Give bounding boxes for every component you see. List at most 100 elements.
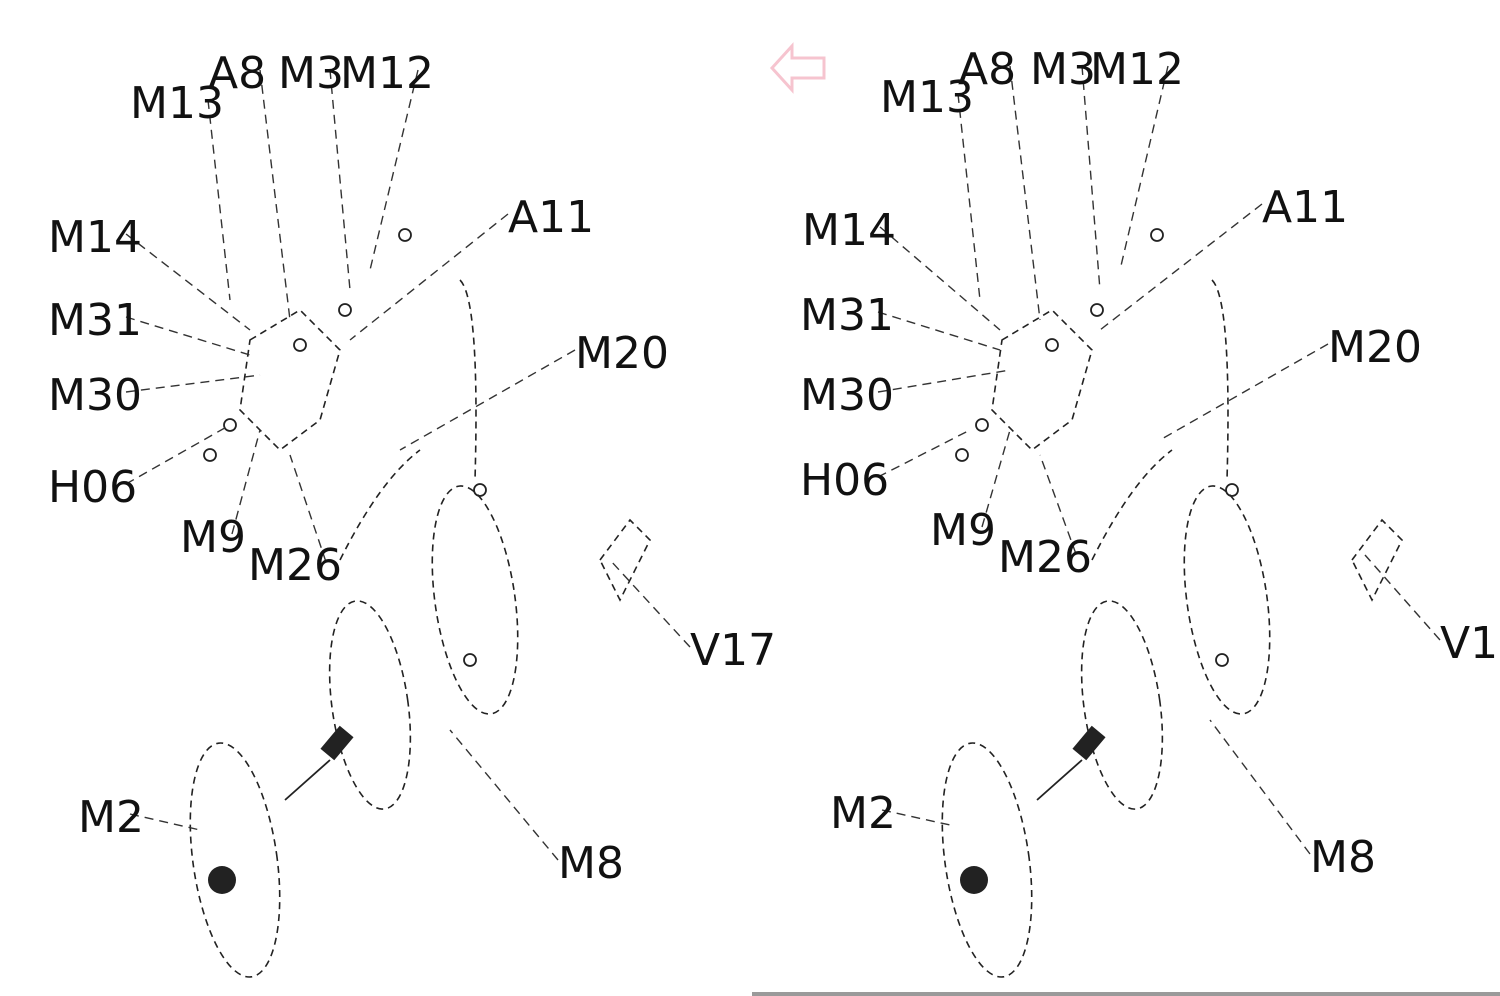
bracket-v17 xyxy=(1351,518,1403,602)
leader-line xyxy=(125,233,251,331)
part-label-m9: M9 xyxy=(180,512,246,563)
wheel-outer xyxy=(189,742,281,978)
axle-shaft xyxy=(284,759,331,801)
part-label-a11: A11 xyxy=(1262,182,1348,233)
bracket-v17 xyxy=(599,518,651,602)
wheel-disc xyxy=(328,600,412,810)
part-label-m31: M31 xyxy=(48,295,142,346)
bolt-head xyxy=(975,418,989,432)
bolt-head xyxy=(293,338,307,352)
leader-line xyxy=(609,559,691,648)
leader-line xyxy=(957,93,981,301)
leader-line xyxy=(879,226,1001,331)
part-label-m3: M3 xyxy=(1030,44,1096,95)
leader-line xyxy=(125,424,231,485)
bolt-head xyxy=(1225,483,1239,497)
leader-line xyxy=(369,69,419,271)
part-label-m13: M13 xyxy=(130,78,224,129)
leader-line xyxy=(981,429,1011,528)
axle xyxy=(1091,449,1173,561)
leader-line xyxy=(1081,65,1101,291)
nut-m2 xyxy=(208,866,236,894)
part-label-m14: M14 xyxy=(48,212,142,263)
bolt-head xyxy=(223,418,237,432)
leader-line xyxy=(877,311,1001,351)
leader-line xyxy=(1119,65,1169,271)
leader-line xyxy=(1009,65,1041,321)
leader-line xyxy=(877,429,971,478)
bolt-head xyxy=(1215,653,1229,667)
leader-line xyxy=(399,349,576,451)
part-label-v17: V17 xyxy=(1440,618,1500,669)
bolt xyxy=(1072,725,1106,761)
part-label-m2: M2 xyxy=(78,792,144,843)
axle-shaft xyxy=(1036,759,1083,801)
part-label-m12: M12 xyxy=(340,48,434,99)
hub-assembly xyxy=(991,308,1093,452)
leader-line xyxy=(1364,554,1441,641)
bolt-head xyxy=(203,448,217,462)
leader-line xyxy=(207,99,231,301)
part-label-m2: M2 xyxy=(830,788,896,839)
wheel-rim xyxy=(1183,485,1271,715)
bolt-head xyxy=(473,483,487,497)
leader-line xyxy=(877,369,1011,393)
part-label-a8: A8 xyxy=(208,48,266,99)
part-label-m26: M26 xyxy=(998,532,1092,583)
nut-m2 xyxy=(960,866,988,894)
leader-line xyxy=(125,374,261,393)
wheel-disc xyxy=(1080,600,1164,810)
wheel-rim xyxy=(431,485,519,715)
leader-line xyxy=(129,813,201,831)
leader-line xyxy=(231,429,261,535)
horizontal-scrollbar[interactable] xyxy=(752,992,1500,996)
bolt-head xyxy=(955,448,969,462)
parts-drawing xyxy=(941,228,1403,978)
part-label-m9: M9 xyxy=(930,505,996,556)
leader-line xyxy=(349,213,509,341)
bolt-head xyxy=(398,228,412,242)
part-label-m14: M14 xyxy=(802,205,896,256)
part-label-m26: M26 xyxy=(248,540,342,591)
leader-line xyxy=(1099,203,1263,331)
part-label-m30: M30 xyxy=(48,370,142,421)
bolt-head xyxy=(463,653,477,667)
part-label-m20: M20 xyxy=(575,328,669,379)
leader-line xyxy=(1209,719,1311,855)
bolt-head xyxy=(1045,338,1059,352)
leader-line xyxy=(1039,454,1077,555)
leader-line xyxy=(125,316,251,356)
leader-line xyxy=(329,69,351,291)
part-label-a8: A8 xyxy=(958,44,1016,95)
bolt-head xyxy=(1090,303,1104,317)
part-label-m8: M8 xyxy=(558,838,624,889)
part-label-m12: M12 xyxy=(1090,44,1184,95)
leader-line xyxy=(449,729,559,861)
part-label-m31: M31 xyxy=(800,290,894,341)
part-label-m8: M8 xyxy=(1310,832,1376,883)
part-label-m30: M30 xyxy=(800,370,894,421)
belt xyxy=(1211,279,1229,481)
bolt xyxy=(320,725,354,761)
part-label-m3: M3 xyxy=(278,48,344,99)
leader-line xyxy=(881,809,951,826)
parts-drawing xyxy=(189,228,651,978)
wheel-outer xyxy=(941,742,1033,978)
back-arrow-button[interactable] xyxy=(768,38,828,98)
part-label-m13: M13 xyxy=(880,72,974,123)
axle xyxy=(339,449,421,561)
part-label-h06: H06 xyxy=(48,462,137,513)
leader-line xyxy=(289,454,327,563)
belt xyxy=(459,279,477,481)
bolt-head xyxy=(338,303,352,317)
leader-line xyxy=(1159,343,1329,441)
part-label-h06: H06 xyxy=(800,455,889,506)
hub-assembly xyxy=(239,308,341,452)
part-label-a11: A11 xyxy=(508,192,594,243)
part-label-m20: M20 xyxy=(1328,322,1422,373)
part-label-v17: V17 xyxy=(690,625,776,676)
bolt-head xyxy=(1150,228,1164,242)
